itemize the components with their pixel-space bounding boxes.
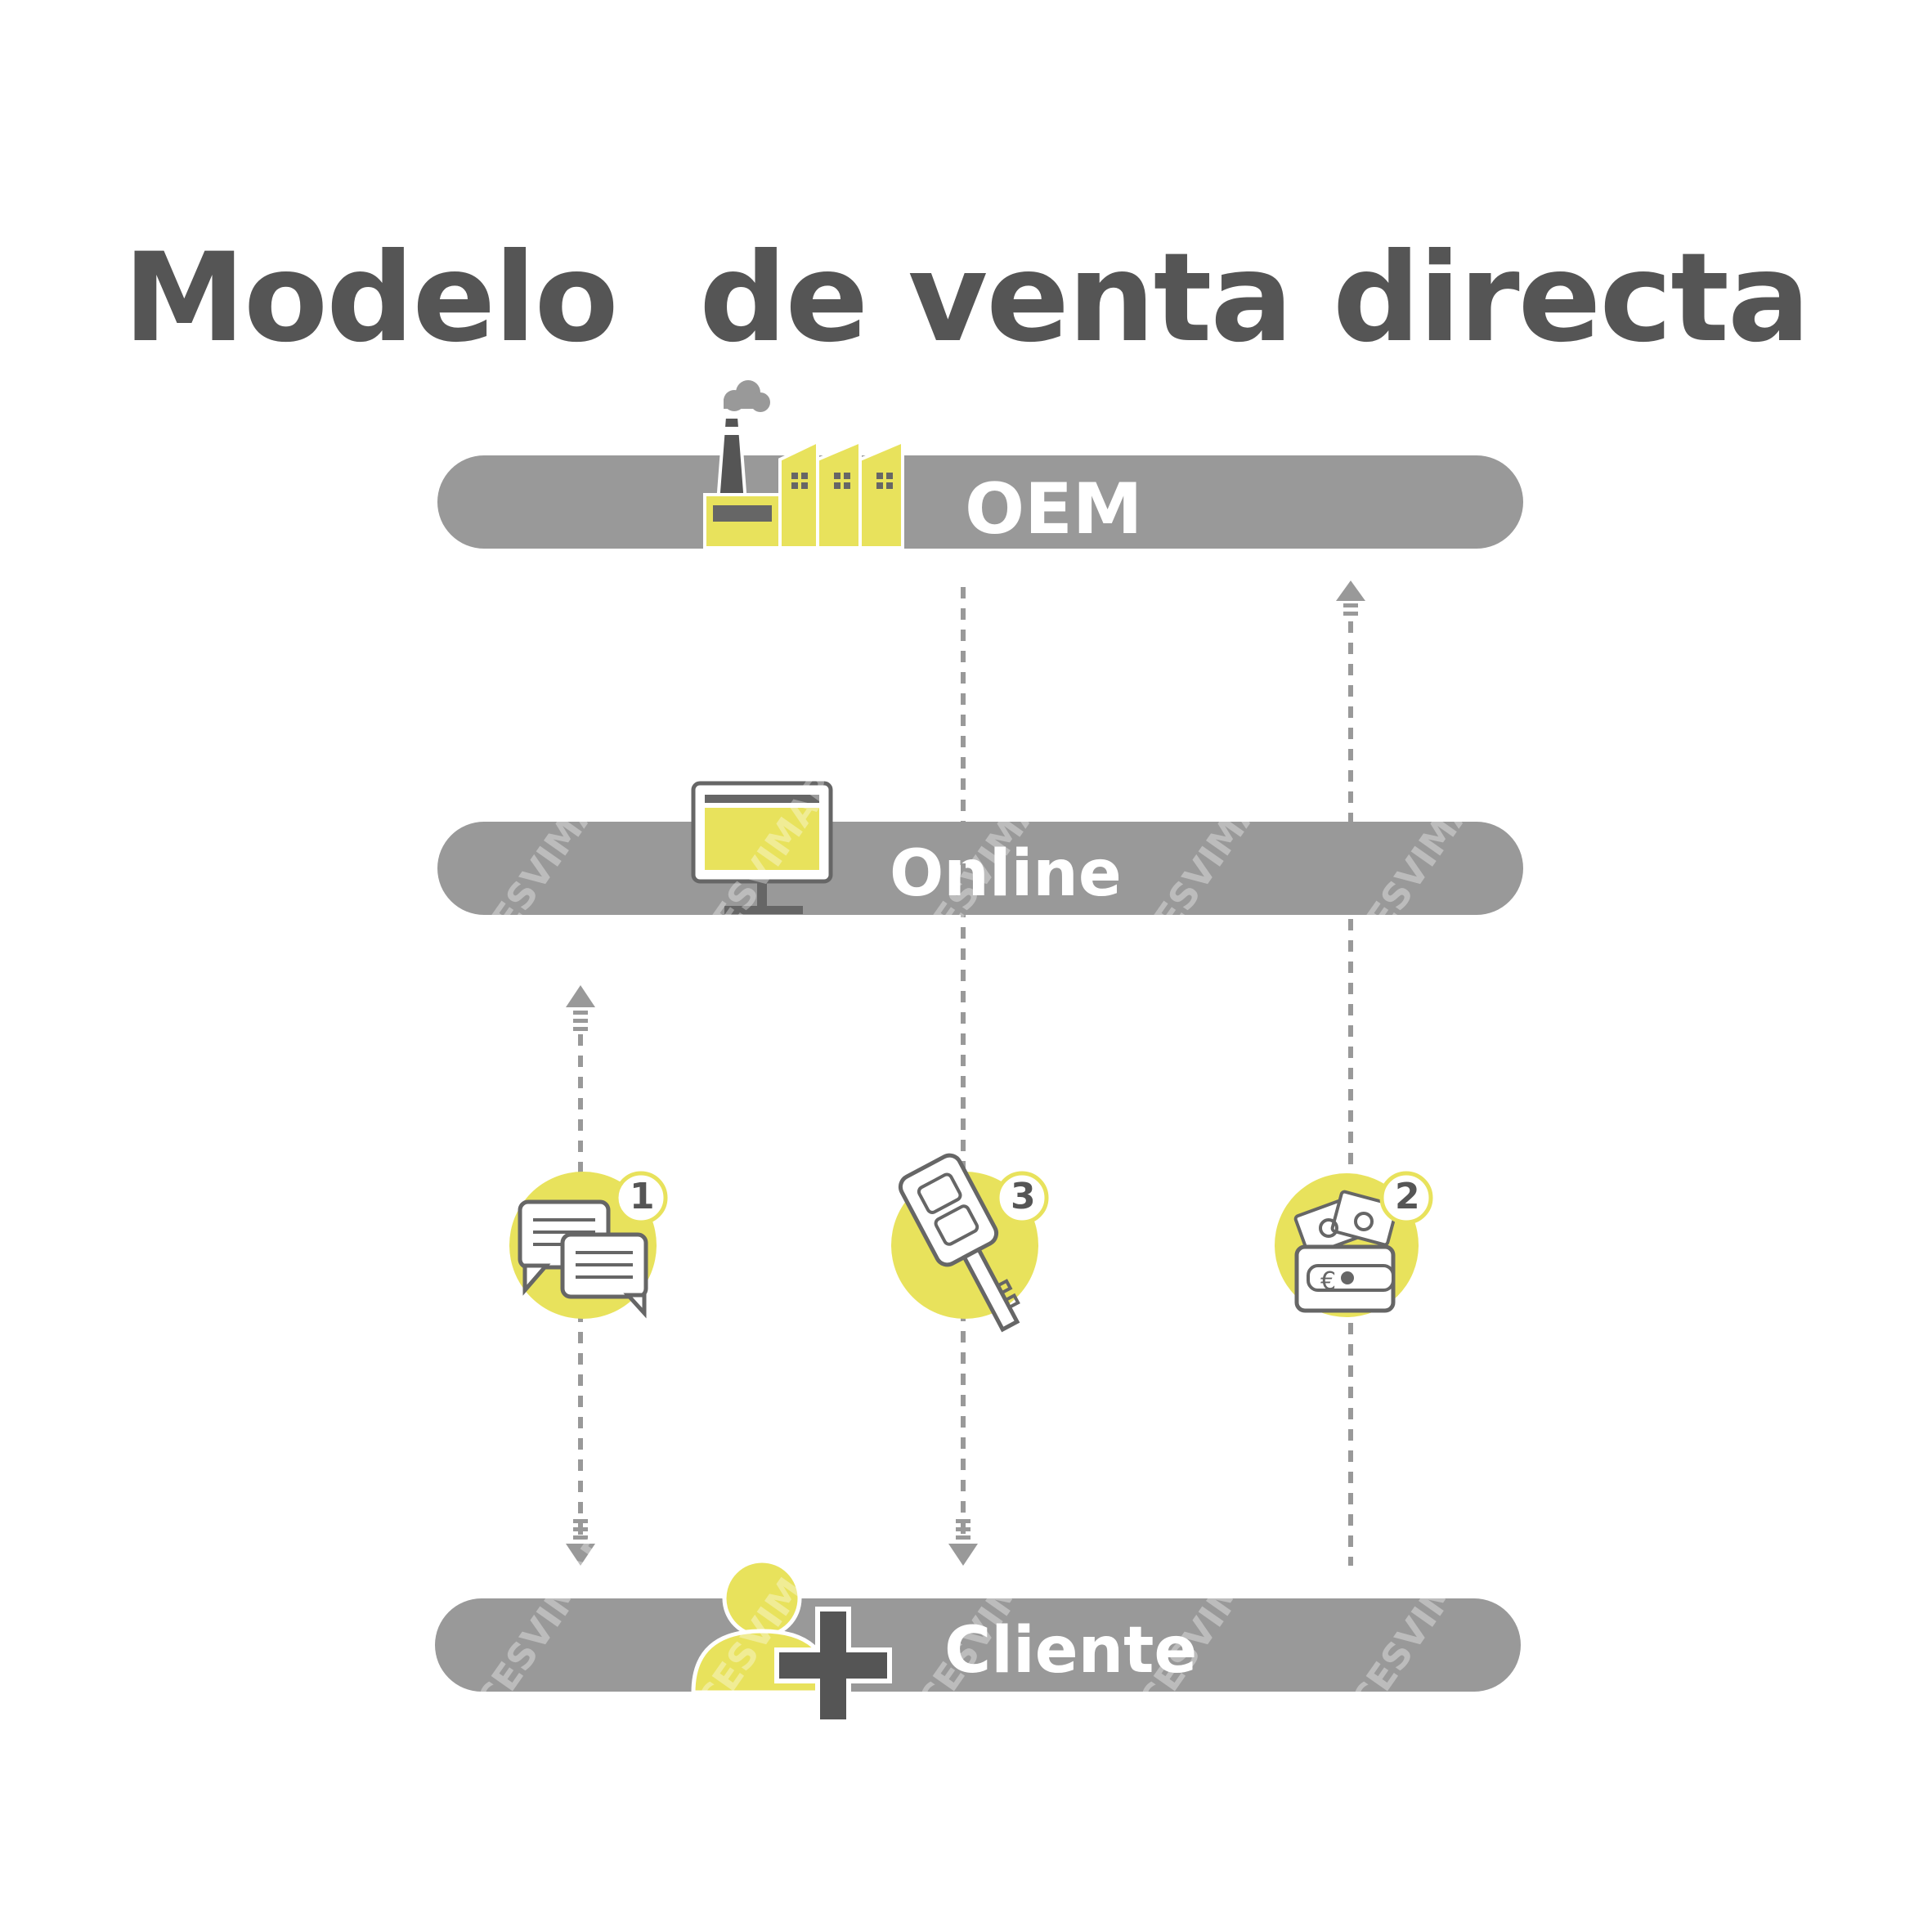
cliente-bar: [435, 1598, 1521, 1692]
step1-number: 1: [630, 1176, 655, 1217]
step3-badge: [995, 1171, 1049, 1225]
person-plus-icon: [691, 1558, 892, 1724]
monitor-icon: [691, 781, 833, 914]
step2-number: 2: [1395, 1176, 1420, 1217]
arrow-down-step3: [948, 1519, 978, 1566]
online-bar: [437, 822, 1523, 915]
cliente-label: Cliente: [944, 1614, 1198, 1688]
euro-symbol: €: [1320, 1267, 1336, 1296]
step2-badge: [1379, 1171, 1433, 1225]
page-title: Modelo de venta directa: [123, 227, 1810, 370]
arrow-up-step1: [566, 985, 595, 1031]
oem-bar: [437, 455, 1523, 549]
oem-label: OEM: [965, 468, 1143, 550]
factory-icon: [703, 380, 904, 549]
online-label: Online: [890, 837, 1122, 911]
arrow-down-step1: [566, 1519, 595, 1566]
step1-badge: [614, 1171, 668, 1225]
arrow-up-step2: [1336, 580, 1365, 616]
step3-number: 3: [1011, 1176, 1036, 1217]
